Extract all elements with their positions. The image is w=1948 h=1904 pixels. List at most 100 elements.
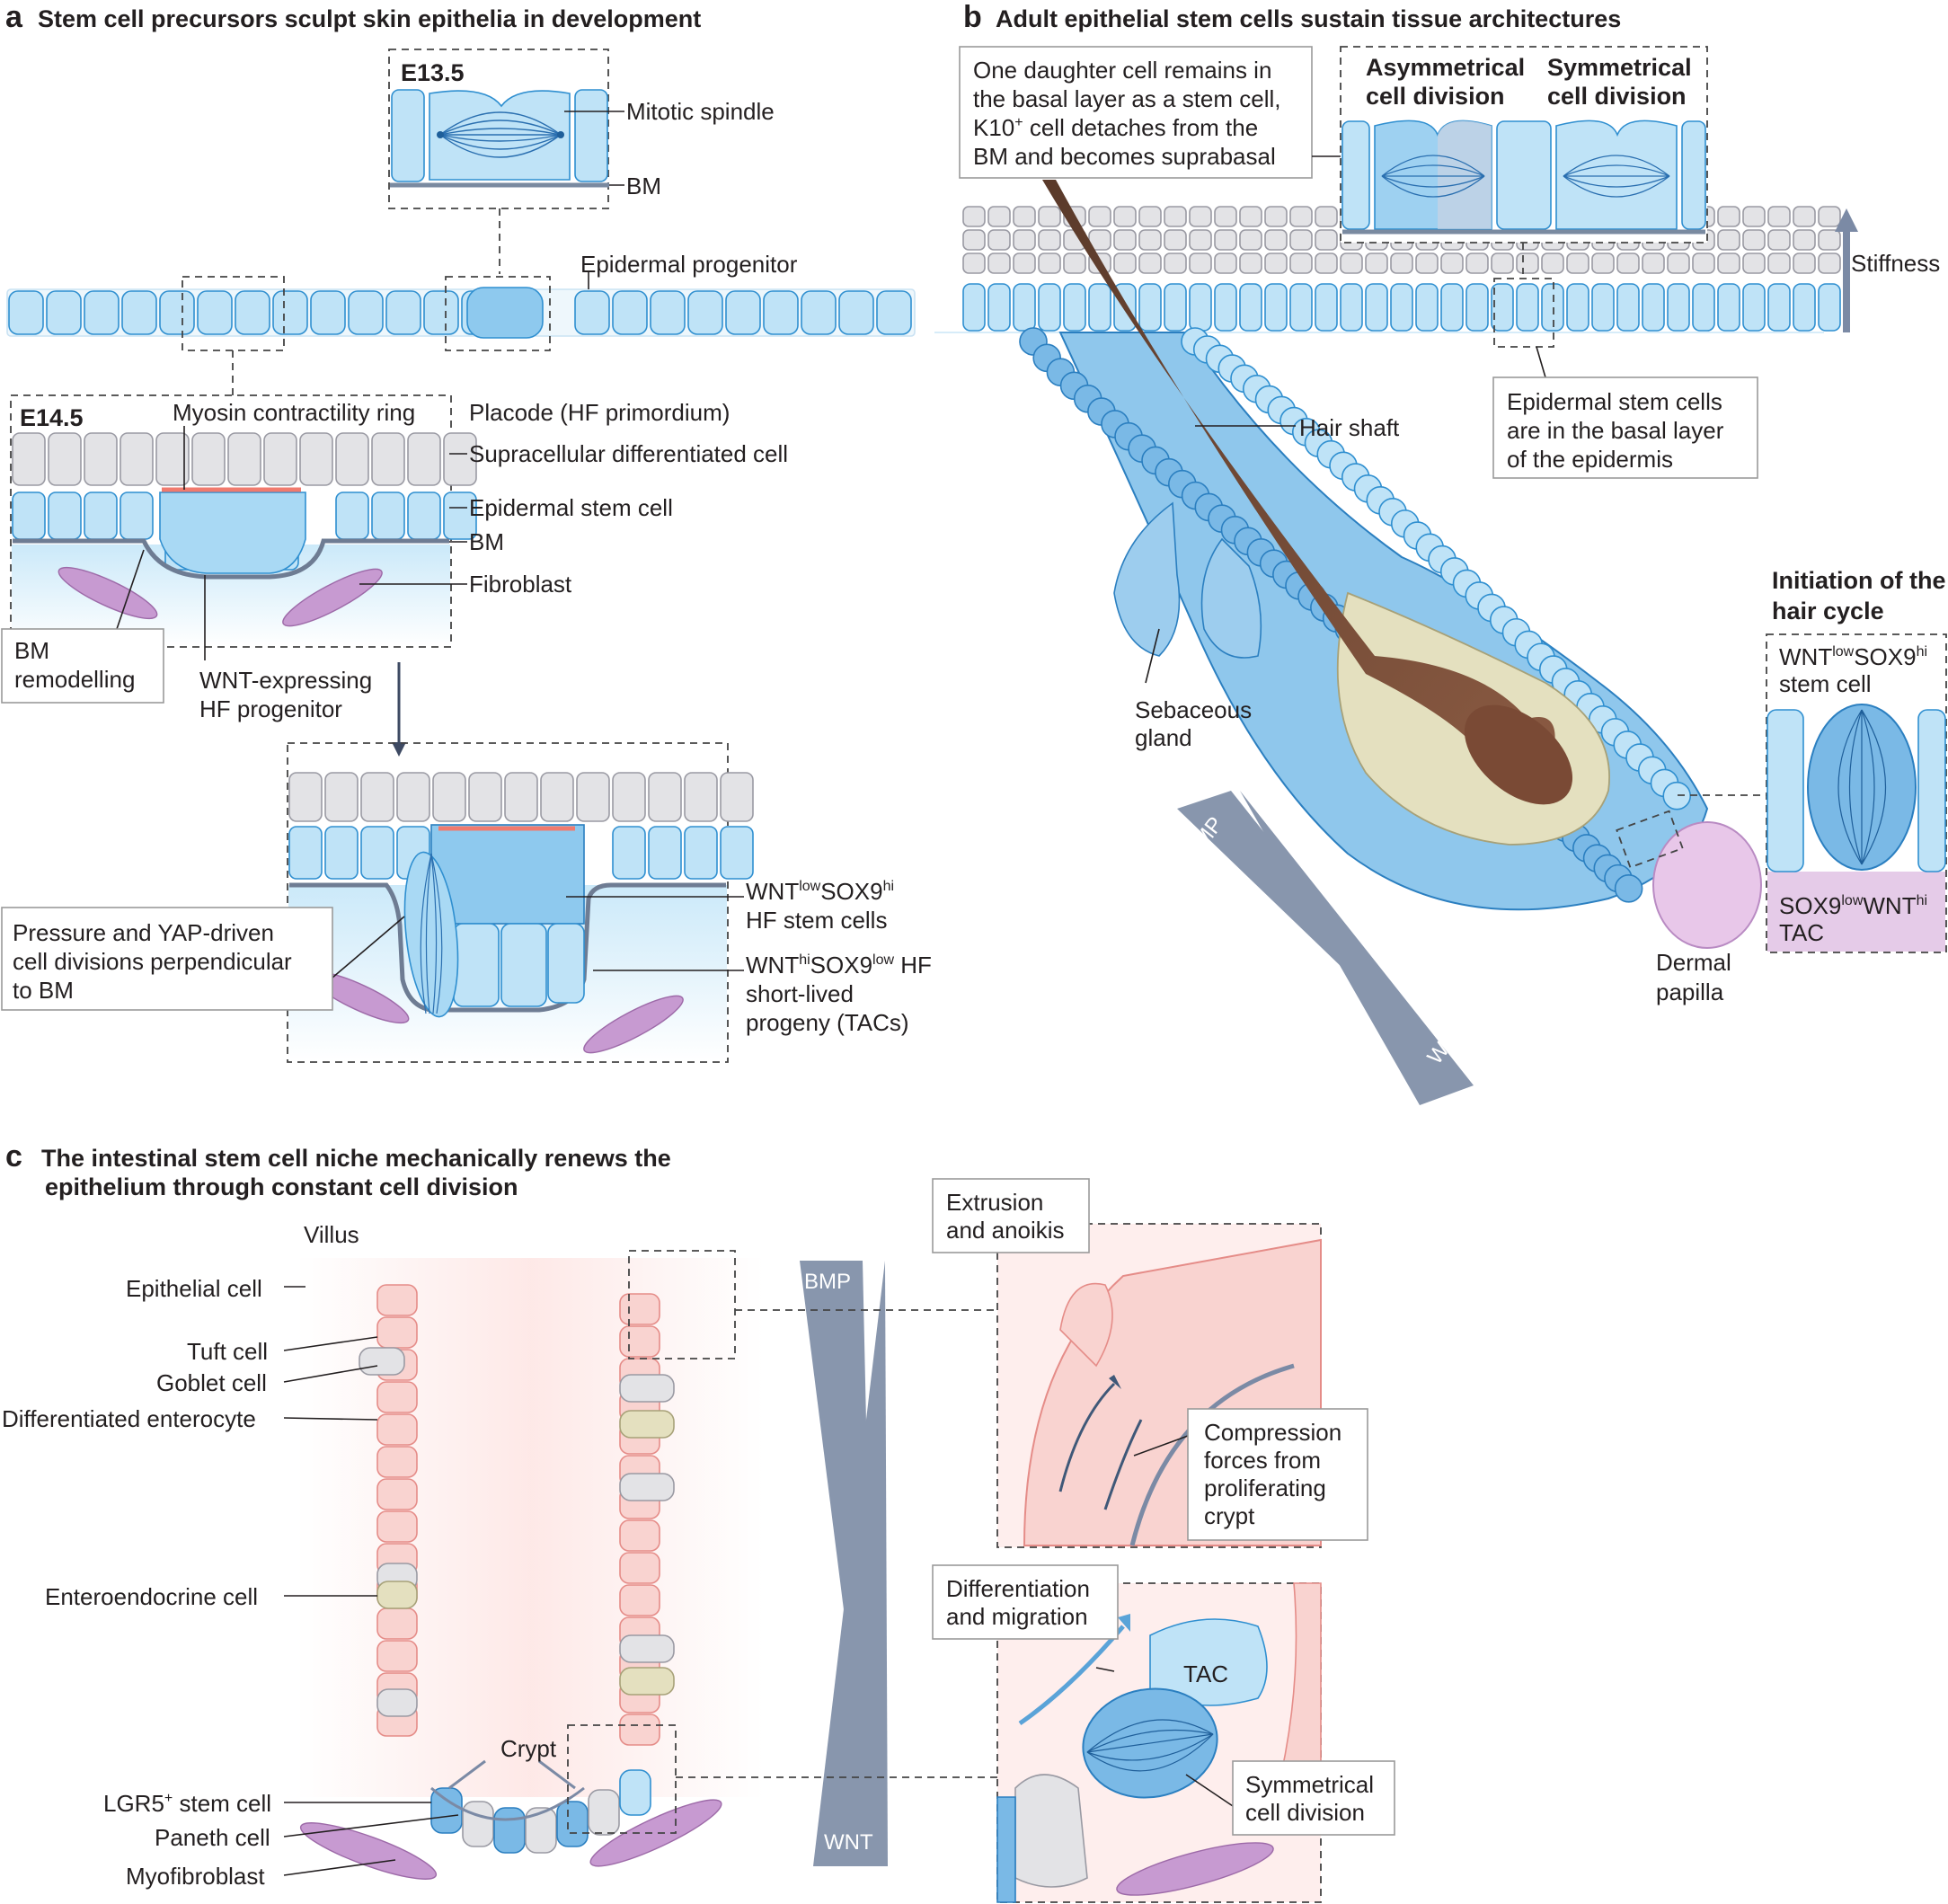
- cell: [1614, 874, 1643, 903]
- cell: [1516, 252, 1539, 274]
- cell: [1289, 206, 1313, 227]
- symmetrical-line1: Symmetrical: [1245, 1771, 1374, 1798]
- cell: [1616, 252, 1640, 274]
- wnt-progenitor-line2: HF progenitor: [199, 695, 342, 722]
- bm-remodelling-line2: remodelling: [14, 666, 135, 693]
- bm-label-mid: BM: [469, 528, 504, 555]
- cell: [1038, 283, 1061, 332]
- hf-tac-label-line2: short-lived: [746, 980, 854, 1007]
- cell: [1642, 283, 1665, 332]
- cell: [525, 1807, 557, 1854]
- bm-label-top: BM: [626, 173, 661, 199]
- epidermal-progenitor-row: Epidermal progenitor: [6, 251, 916, 351]
- cell: [1264, 206, 1288, 227]
- spindle-icon: [439, 111, 562, 158]
- panel-c-title-line1: The intestinal stem cell niche mechanica…: [41, 1145, 671, 1172]
- cell: [612, 826, 646, 880]
- cell: [1013, 229, 1036, 251]
- tuft-cell-label: Tuft cell: [187, 1338, 268, 1365]
- extrusion-callout: Extrusion and anoikis: [932, 1178, 1090, 1253]
- cell: [962, 229, 986, 251]
- asym-line2: cell division: [1366, 83, 1505, 110]
- compression-callout: Compression forces from proliferating cr…: [1133, 1408, 1368, 1541]
- c-spindle-icon: [1086, 1719, 1214, 1772]
- hair-cycle-inset: Initiation of the hair cycle WNTlowSOX9h…: [1766, 567, 1947, 953]
- cell: [1742, 229, 1766, 251]
- hair-cycle-spindle-icon: [1837, 709, 1887, 865]
- cell: [619, 1519, 660, 1552]
- cell: [396, 772, 430, 822]
- cell: [1667, 283, 1690, 332]
- cell: [1440, 283, 1464, 332]
- cell: [360, 772, 394, 822]
- epi-stem-line2: are in the basal layer: [1507, 417, 1724, 444]
- cell: [1591, 252, 1615, 274]
- sebaceous-line2: gland: [1135, 724, 1192, 751]
- symmetrical-line2: cell division: [1245, 1799, 1365, 1826]
- differentiation-line1: Differentiation: [946, 1575, 1090, 1602]
- panel-c-title-line2: epithelium through constant cell divisio…: [45, 1173, 518, 1200]
- cell: [432, 772, 466, 822]
- sebaceous-line1: Sebaceous: [1135, 696, 1252, 723]
- cell: [1214, 252, 1237, 274]
- cell: [619, 1584, 660, 1616]
- cell: [1767, 283, 1791, 332]
- cell: [650, 290, 686, 335]
- cell: [1138, 283, 1162, 332]
- perpendicular-spindle-icon: [420, 853, 443, 1014]
- cell: [1214, 283, 1237, 332]
- cell: [1189, 252, 1212, 274]
- b-stem-cell-line1: WNTlowSOX9hi: [1779, 643, 1927, 670]
- cell: [1063, 252, 1086, 274]
- cell: [1818, 206, 1841, 227]
- epi-stem-callout: Epidermal stem cells are in the basal la…: [1492, 346, 1758, 479]
- e135-inset: E13.5 Mitotic spindle BM: [388, 49, 775, 209]
- placode-bm: [289, 882, 726, 1013]
- dermal-papilla: [1652, 821, 1762, 949]
- cell: [619, 1410, 675, 1439]
- division-inset: Asymmetrical cell division Symmetrical c…: [1340, 46, 1708, 244]
- cell: [612, 772, 646, 822]
- cell: [299, 432, 333, 486]
- cell: [619, 1293, 660, 1325]
- compression-line4: crypt: [1204, 1502, 1255, 1529]
- pressure-callout: Pressure and YAP-driven cell divisions p…: [1, 907, 405, 1011]
- cell: [1541, 252, 1564, 274]
- differentiation-callout: Differentiation and migration: [932, 1564, 1119, 1672]
- asym-line1: Asymmetrical: [1366, 54, 1525, 81]
- panel-c: c The intestinal stem cell niche mechani…: [2, 1139, 1395, 1903]
- b-tac-line2: TAC: [1779, 919, 1824, 946]
- cell: [335, 432, 369, 486]
- pressure-line3: to BM: [13, 977, 74, 1004]
- mitotic-spindle-label: Mitotic spindle: [626, 98, 775, 125]
- cell: [1717, 252, 1740, 274]
- cell: [1315, 229, 1338, 251]
- cell: [987, 252, 1011, 274]
- wnt-progenitor-line1: WNT-expressing: [199, 667, 372, 694]
- panel-b-title: Adult epithelial stem cells sustain tiss…: [996, 5, 1621, 32]
- lgr5-label: LGR5+ stem cell: [103, 1790, 271, 1817]
- c-gradient-wedges: BMP WNT: [800, 1261, 888, 1866]
- differentiation-line2: and migration: [946, 1603, 1088, 1630]
- cell: [687, 290, 723, 335]
- cell: [48, 491, 82, 540]
- cell: [684, 826, 718, 880]
- cell: [1164, 252, 1187, 274]
- cell: [1189, 229, 1212, 251]
- cell: [1793, 206, 1816, 227]
- cell: [385, 290, 421, 335]
- cell: [493, 1807, 526, 1854]
- cell: [763, 290, 799, 335]
- panel-a: a Stem cell precursors sculpt skin epith…: [1, 0, 932, 1063]
- cell: [1818, 283, 1841, 332]
- cell: [1767, 206, 1791, 227]
- cell: [619, 1552, 660, 1584]
- cell: [371, 491, 405, 540]
- cell: [376, 1607, 418, 1640]
- cell: [987, 229, 1011, 251]
- cell: [1264, 252, 1288, 274]
- cell: [1591, 283, 1615, 332]
- cell: [1692, 252, 1715, 274]
- cell: [576, 772, 610, 822]
- cell: [619, 1769, 651, 1816]
